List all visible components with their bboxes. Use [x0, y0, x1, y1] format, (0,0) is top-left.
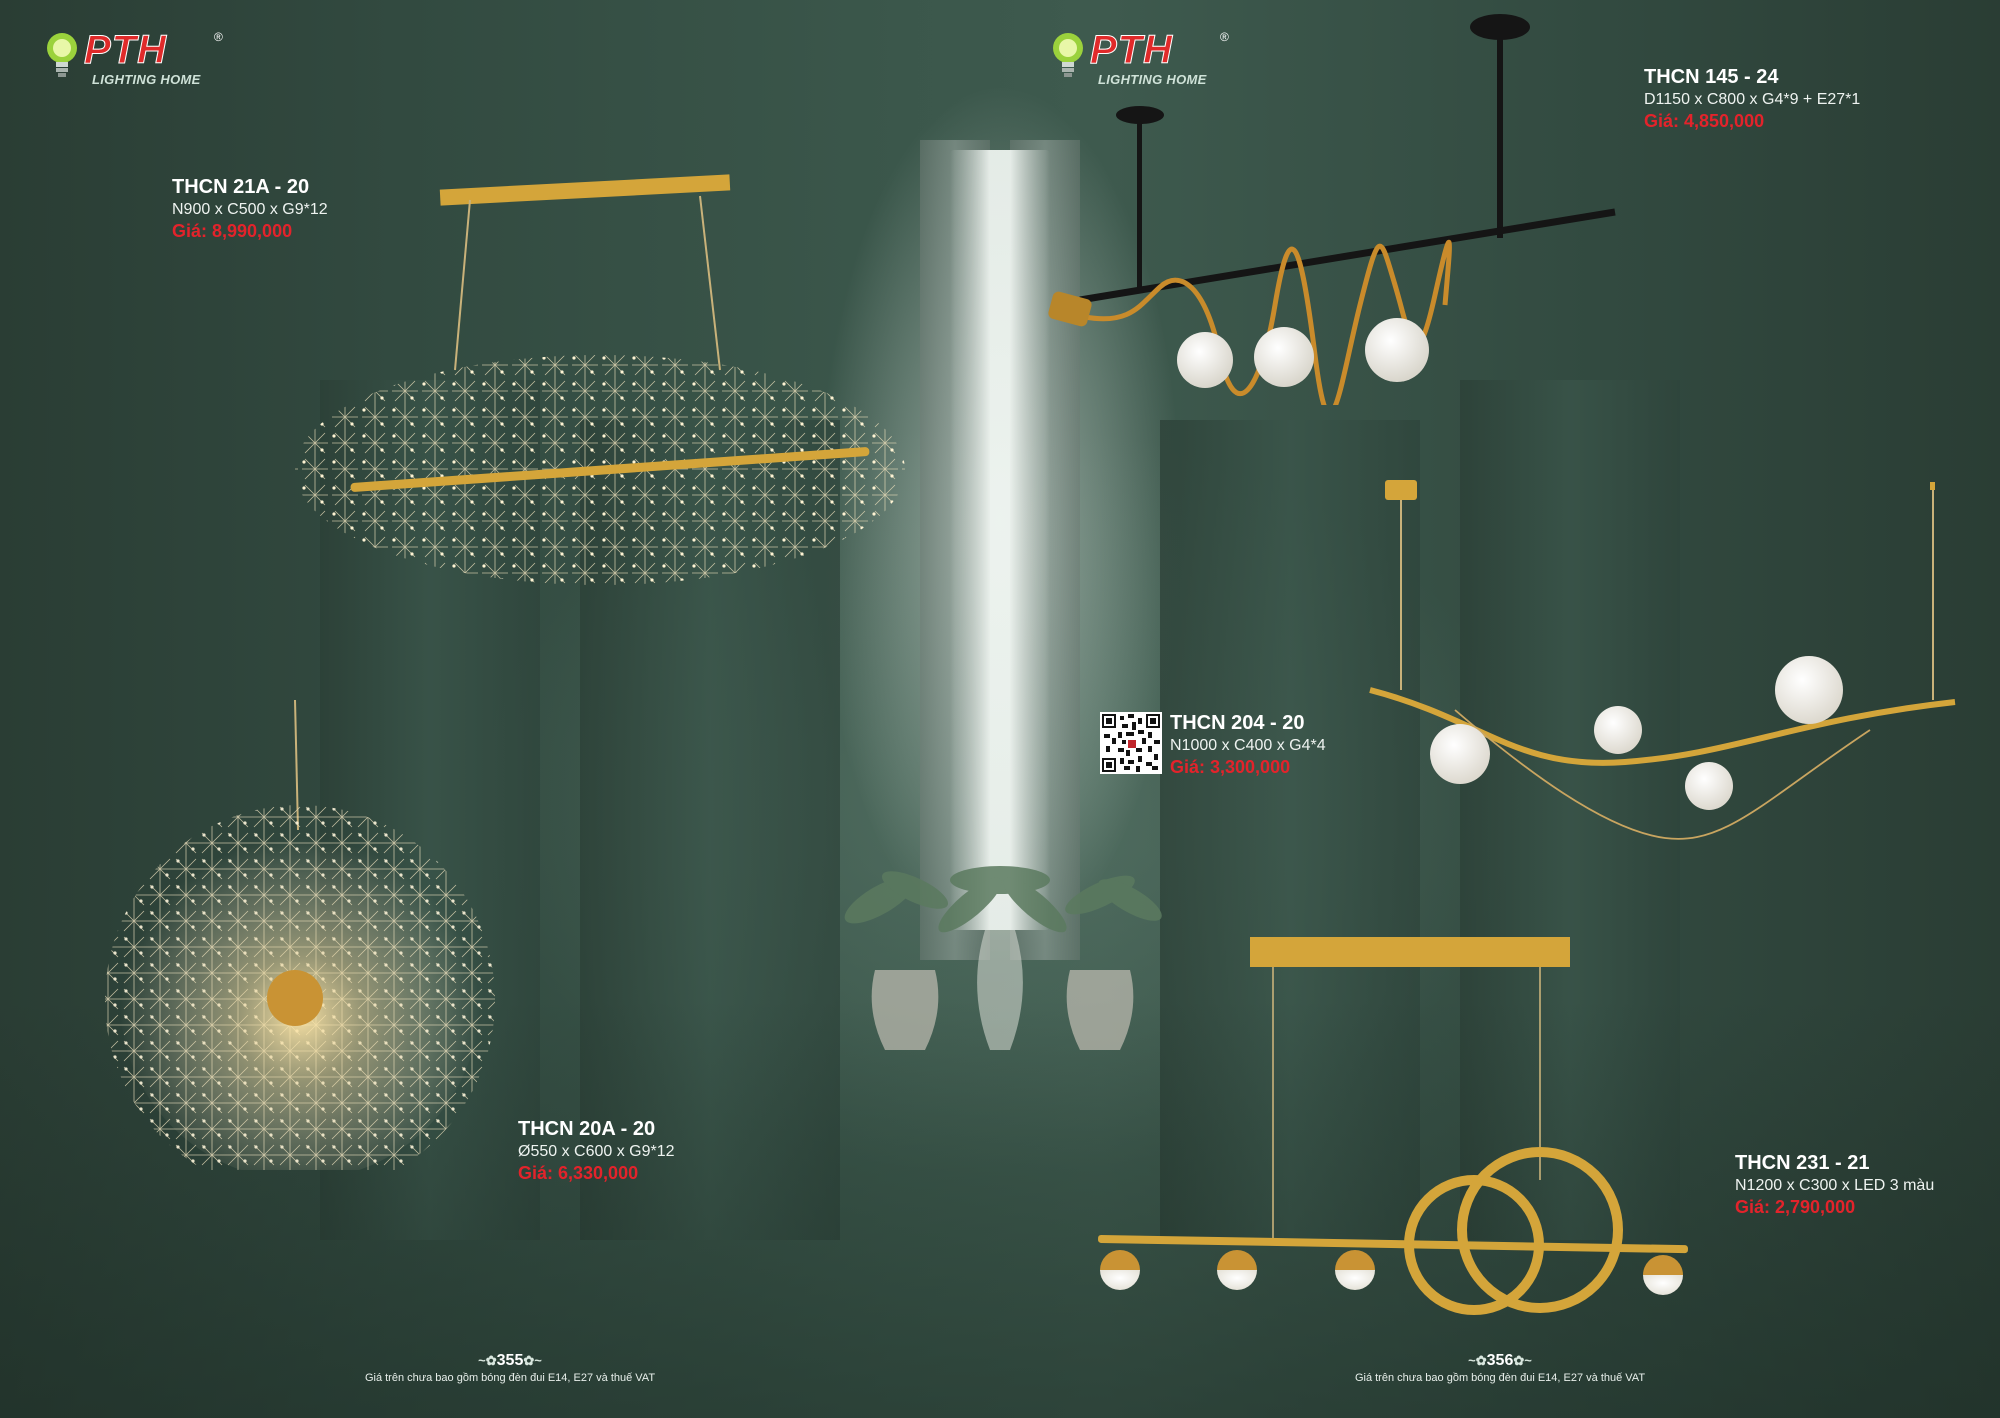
page-number-value: 355	[496, 1352, 524, 1369]
product-price: Giá: 2,790,000	[1735, 1196, 1856, 1217]
page-number: ~✿355✿~	[300, 1352, 720, 1370]
ornament-icon: ~✿	[478, 1353, 497, 1368]
ornament-icon: ✿~	[1513, 1353, 1532, 1368]
product-label-thcn-20a: THCN 20A - 20 Ø550 x C600 x G9*12 Giá: 6…	[518, 1118, 675, 1183]
product-price: Giá: 4,850,000	[1644, 110, 1765, 131]
product-spec: D1150 x C800 x G4*9 + E27*1	[1644, 91, 1861, 108]
product-price: Giá: 8,990,000	[172, 220, 293, 241]
lamp-image-thcn-204	[1369, 480, 1956, 840]
page-number: ~✿356✿~	[1290, 1352, 1710, 1370]
page-number-value: 356	[1486, 1352, 1514, 1369]
brand-name: PTH	[84, 28, 167, 73]
background-window	[950, 150, 1050, 930]
footer-right: ~✿356✿~ Giá trên chưa bao gồm bóng đèn đ…	[1290, 1352, 1710, 1384]
product-code: THCN 145 - 24	[1644, 66, 1779, 88]
footer-note: Giá trên chưa bao gồm bóng đèn đui E14, …	[364, 1372, 656, 1384]
ornament-icon: ✿~	[523, 1353, 542, 1368]
lamp-image-thcn-21a	[295, 174, 905, 585]
ornament-icon: ~✿	[1468, 1353, 1487, 1368]
product-code: THCN 204 - 20	[1170, 712, 1305, 734]
registered-mark: ®	[214, 30, 223, 44]
bulb-logo-icon	[47, 33, 77, 77]
brand-logo-right: PTH ® LIGHTING HOME	[1050, 28, 1230, 92]
footer-left: ~✿355✿~ Giá trên chưa bao gồm bóng đèn đ…	[300, 1352, 720, 1384]
product-label-thcn-21a: THCN 21A - 20 N900 x C500 x G9*12 Giá: 8…	[172, 176, 328, 241]
product-spec: N900 x C500 x G9*12	[172, 201, 328, 218]
product-label-thcn-231: THCN 231 - 21 N1200 x C300 x LED 3 màu G…	[1735, 1152, 1934, 1217]
product-spec: Ø550 x C600 x G9*12	[518, 1143, 675, 1160]
bulb-logo-icon	[1053, 33, 1083, 77]
background-pillar-mid-right	[1160, 420, 1420, 1240]
brand-tagline: LIGHTING HOME	[92, 72, 201, 87]
lamp-image-thcn-20a	[105, 700, 495, 1170]
registered-mark: ®	[1220, 30, 1229, 44]
product-label-thcn-204: THCN 204 - 20 N1000 x C400 x G4*4 Giá: 3…	[1170, 712, 1326, 777]
product-code: THCN 20A - 20	[518, 1118, 656, 1140]
product-price: Giá: 3,300,000	[1170, 756, 1291, 777]
product-label-thcn-145: THCN 145 - 24 D1150 x C800 x G4*9 + E27*…	[1644, 66, 1860, 131]
product-code: THCN 21A - 20	[172, 176, 310, 198]
plant-vases-decoration	[844, 866, 1162, 1050]
product-spec: N1000 x C400 x G4*4	[1170, 737, 1326, 754]
brand-tagline: LIGHTING HOME	[1098, 72, 1207, 87]
product-price: Giá: 6,330,000	[518, 1162, 639, 1183]
brand-name: PTH	[1090, 28, 1173, 73]
lamp-image-thcn-145	[1048, 14, 1616, 405]
footer-note: Giá trên chưa bao gồm bóng đèn đui E14, …	[1354, 1372, 1646, 1384]
product-code: THCN 231 - 21	[1735, 1152, 1870, 1174]
background-pillar-right	[1460, 380, 1680, 1240]
product-spec: N1200 x C300 x LED 3 màu	[1735, 1177, 1935, 1194]
lamp-image-thcn-231	[1098, 937, 1688, 1315]
qr-code	[1100, 712, 1162, 774]
brand-logo-left: PTH ® LIGHTING HOME	[44, 28, 224, 92]
